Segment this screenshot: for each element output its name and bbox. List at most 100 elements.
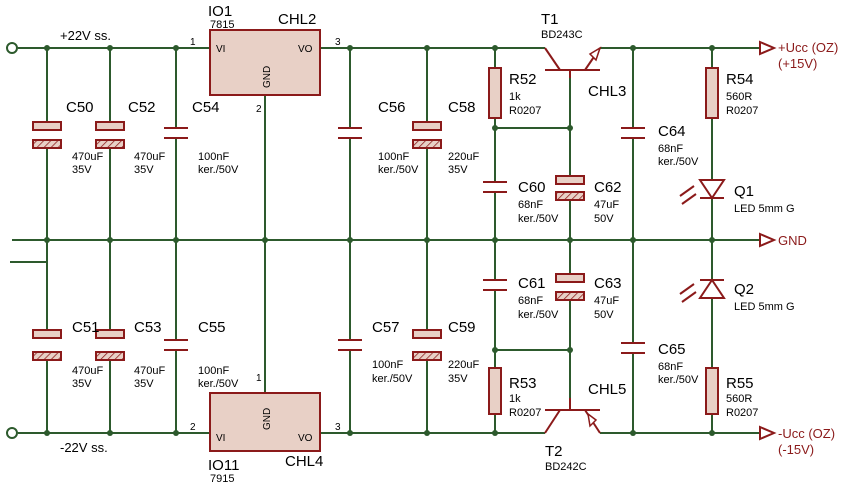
c62-ref: C62: [594, 179, 622, 196]
c63-ref: C63: [594, 275, 622, 292]
r53-value: 1k: [509, 393, 521, 405]
c61-value: 68nF: [518, 295, 543, 307]
c64-value: 68nF: [658, 143, 683, 155]
io11-pin-1: 1: [256, 373, 262, 384]
c50-value: 470uF: [72, 151, 103, 163]
c56-rating: ker./50V: [378, 164, 419, 176]
c52-value: 470uF: [134, 151, 165, 163]
capacitor-shapes: [32, 121, 645, 361]
r55-value: 560R: [726, 393, 752, 405]
output-arrows: [759, 40, 777, 441]
c52-ref: C52: [128, 99, 156, 116]
io11-pin-gnd: GND: [262, 408, 273, 430]
c53-value: 470uF: [134, 365, 165, 377]
regulator-io1: VI VO GND 1 3 2: [190, 29, 341, 115]
t1-ref: T1: [541, 11, 559, 28]
io1-pin-3: 3: [335, 37, 341, 48]
net-labels: +22V ss. -22V ss. +Ucc (OZ) (+15V) GND -…: [60, 28, 838, 457]
led-labels: Q1 LED 5mm G Q2 LED 5mm G: [734, 183, 795, 313]
r53-ref: R53: [509, 375, 537, 392]
io1-pin-gnd: GND: [262, 66, 273, 88]
c58-value: 220uF: [448, 151, 479, 163]
c54-ref: C54: [192, 99, 220, 116]
led-q2: [679, 278, 726, 303]
c56-ref: C56: [378, 99, 406, 116]
c64-ref: C64: [658, 123, 686, 140]
c61-rating: ker./50V: [518, 309, 559, 321]
io11-pin-vo: VO: [298, 433, 313, 444]
io1-heatsink: CHL2: [278, 11, 316, 28]
c65-value: 68nF: [658, 361, 683, 373]
io11-ref: IO11: [208, 457, 239, 474]
c53-rating: 35V: [134, 378, 154, 390]
r52-value: 1k: [509, 91, 521, 103]
c57-value: 100nF: [372, 359, 403, 371]
c63-rating: 50V: [594, 309, 614, 321]
t1-part: BD243C: [541, 29, 583, 41]
c56-value: 100nF: [378, 151, 409, 163]
r54-value: 560R: [726, 91, 752, 103]
r55-package: R0207: [726, 407, 758, 419]
c60-value: 68nF: [518, 199, 543, 211]
c51-value: 470uF: [72, 365, 103, 377]
net-out-pos: +Ucc (OZ): [778, 40, 838, 55]
wires: [10, 47, 760, 434]
c64-rating: ker./50V: [658, 156, 699, 168]
io1-pin-vi: VI: [216, 44, 225, 55]
ic-labels: IO1 7815 CHL2 IO11 7915 CHL4: [208, 3, 323, 485]
io1-pin-1: 1: [190, 37, 196, 48]
c58-ref: C58: [448, 99, 476, 116]
q1-ref: Q1: [734, 183, 754, 200]
c53-ref: C53: [134, 319, 162, 336]
q1-part: LED 5mm G: [734, 203, 795, 215]
input-terminal-pos: [6, 42, 18, 54]
io11-part: 7915: [210, 473, 234, 485]
c51-rating: 35V: [72, 378, 92, 390]
c65-ref: C65: [658, 341, 686, 358]
c63-value: 47uF: [594, 295, 619, 307]
resistor-labels: R52 1k R0207 R53 1k R0207 R54 560R R0207…: [509, 71, 758, 419]
junction-dots: [44, 45, 715, 436]
transistor-t1: [544, 46, 602, 78]
capacitor-labels: C50 470uF 35V C52 470uF 35V C54 100nF ke…: [66, 99, 699, 390]
regulator-io11: VI VO GND 2 3 1: [190, 373, 341, 452]
c51-ref: C51: [72, 319, 100, 336]
net-out-neg-voltage: (-15V): [778, 442, 814, 457]
c55-rating: ker./50V: [198, 378, 239, 390]
resistor-shapes: [488, 67, 719, 415]
io11-pin-2: 2: [190, 422, 196, 433]
c57-rating: ker./50V: [372, 373, 413, 385]
input-terminal-neg: [6, 427, 18, 439]
c58-rating: 35V: [448, 164, 468, 176]
r54-ref: R54: [726, 71, 754, 88]
r55-ref: R55: [726, 375, 754, 392]
c65-rating: ker./50V: [658, 374, 699, 386]
io1-ref: IO1: [208, 3, 232, 20]
c54-value: 100nF: [198, 151, 229, 163]
c55-value: 100nF: [198, 365, 229, 377]
q2-part: LED 5mm G: [734, 301, 795, 313]
c50-ref: C50: [66, 99, 94, 116]
c59-ref: C59: [448, 319, 476, 336]
io1-part: 7815: [210, 19, 234, 31]
c52-rating: 35V: [134, 164, 154, 176]
t2-part: BD242C: [545, 461, 587, 473]
q2-ref: Q2: [734, 281, 754, 298]
c59-value: 220uF: [448, 359, 479, 371]
r52-ref: R52: [509, 71, 537, 88]
net-vin-neg: -22V ss.: [60, 440, 108, 455]
c55-ref: C55: [198, 319, 226, 336]
c57-ref: C57: [372, 319, 400, 336]
io1-pin-vo: VO: [298, 44, 313, 55]
net-vin-pos: +22V ss.: [60, 28, 111, 43]
transistor-t2: [544, 398, 601, 434]
net-out-pos-voltage: (+15V): [778, 56, 817, 71]
io11-heatsink: CHL4: [285, 453, 323, 470]
c62-rating: 50V: [594, 213, 614, 225]
t1-heatsink: CHL3: [588, 83, 626, 100]
r53-package: R0207: [509, 407, 541, 419]
c59-rating: 35V: [448, 373, 468, 385]
io11-pin-3: 3: [335, 422, 341, 433]
